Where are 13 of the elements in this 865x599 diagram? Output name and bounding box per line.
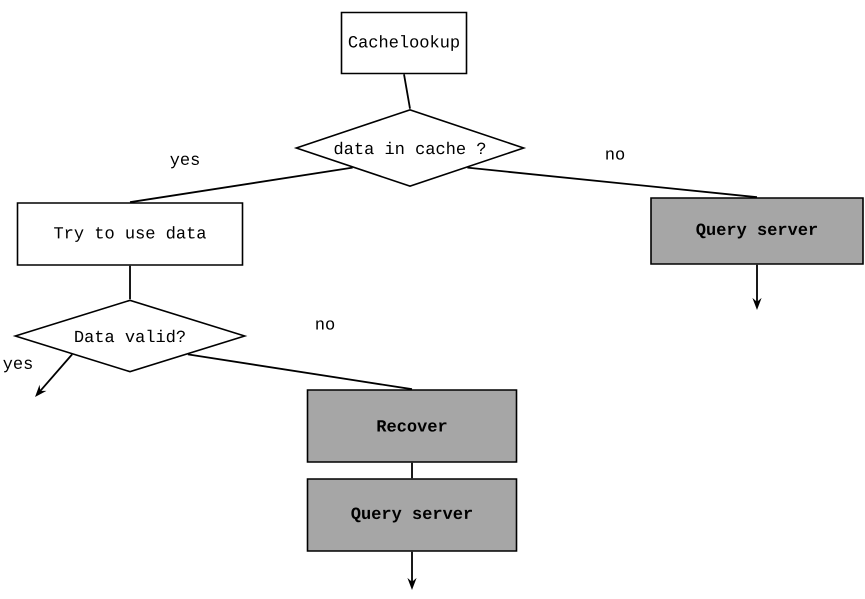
edge-label: yes — [168, 154, 202, 170]
process-box: Query server — [650, 197, 864, 265]
process-box: Query server — [306, 478, 518, 552]
connector-line — [411, 462, 413, 478]
connector-line — [130, 166, 353, 204]
process-box: Cachelookup — [340, 12, 468, 74]
process-box: Recover — [306, 389, 518, 463]
connector-line — [403, 74, 411, 109]
process-box: Try to use data — [16, 202, 244, 266]
edge-label: no — [314, 319, 336, 331]
edge-label: no — [604, 149, 626, 161]
connector-line — [129, 266, 131, 300]
connector-line — [188, 354, 412, 390]
